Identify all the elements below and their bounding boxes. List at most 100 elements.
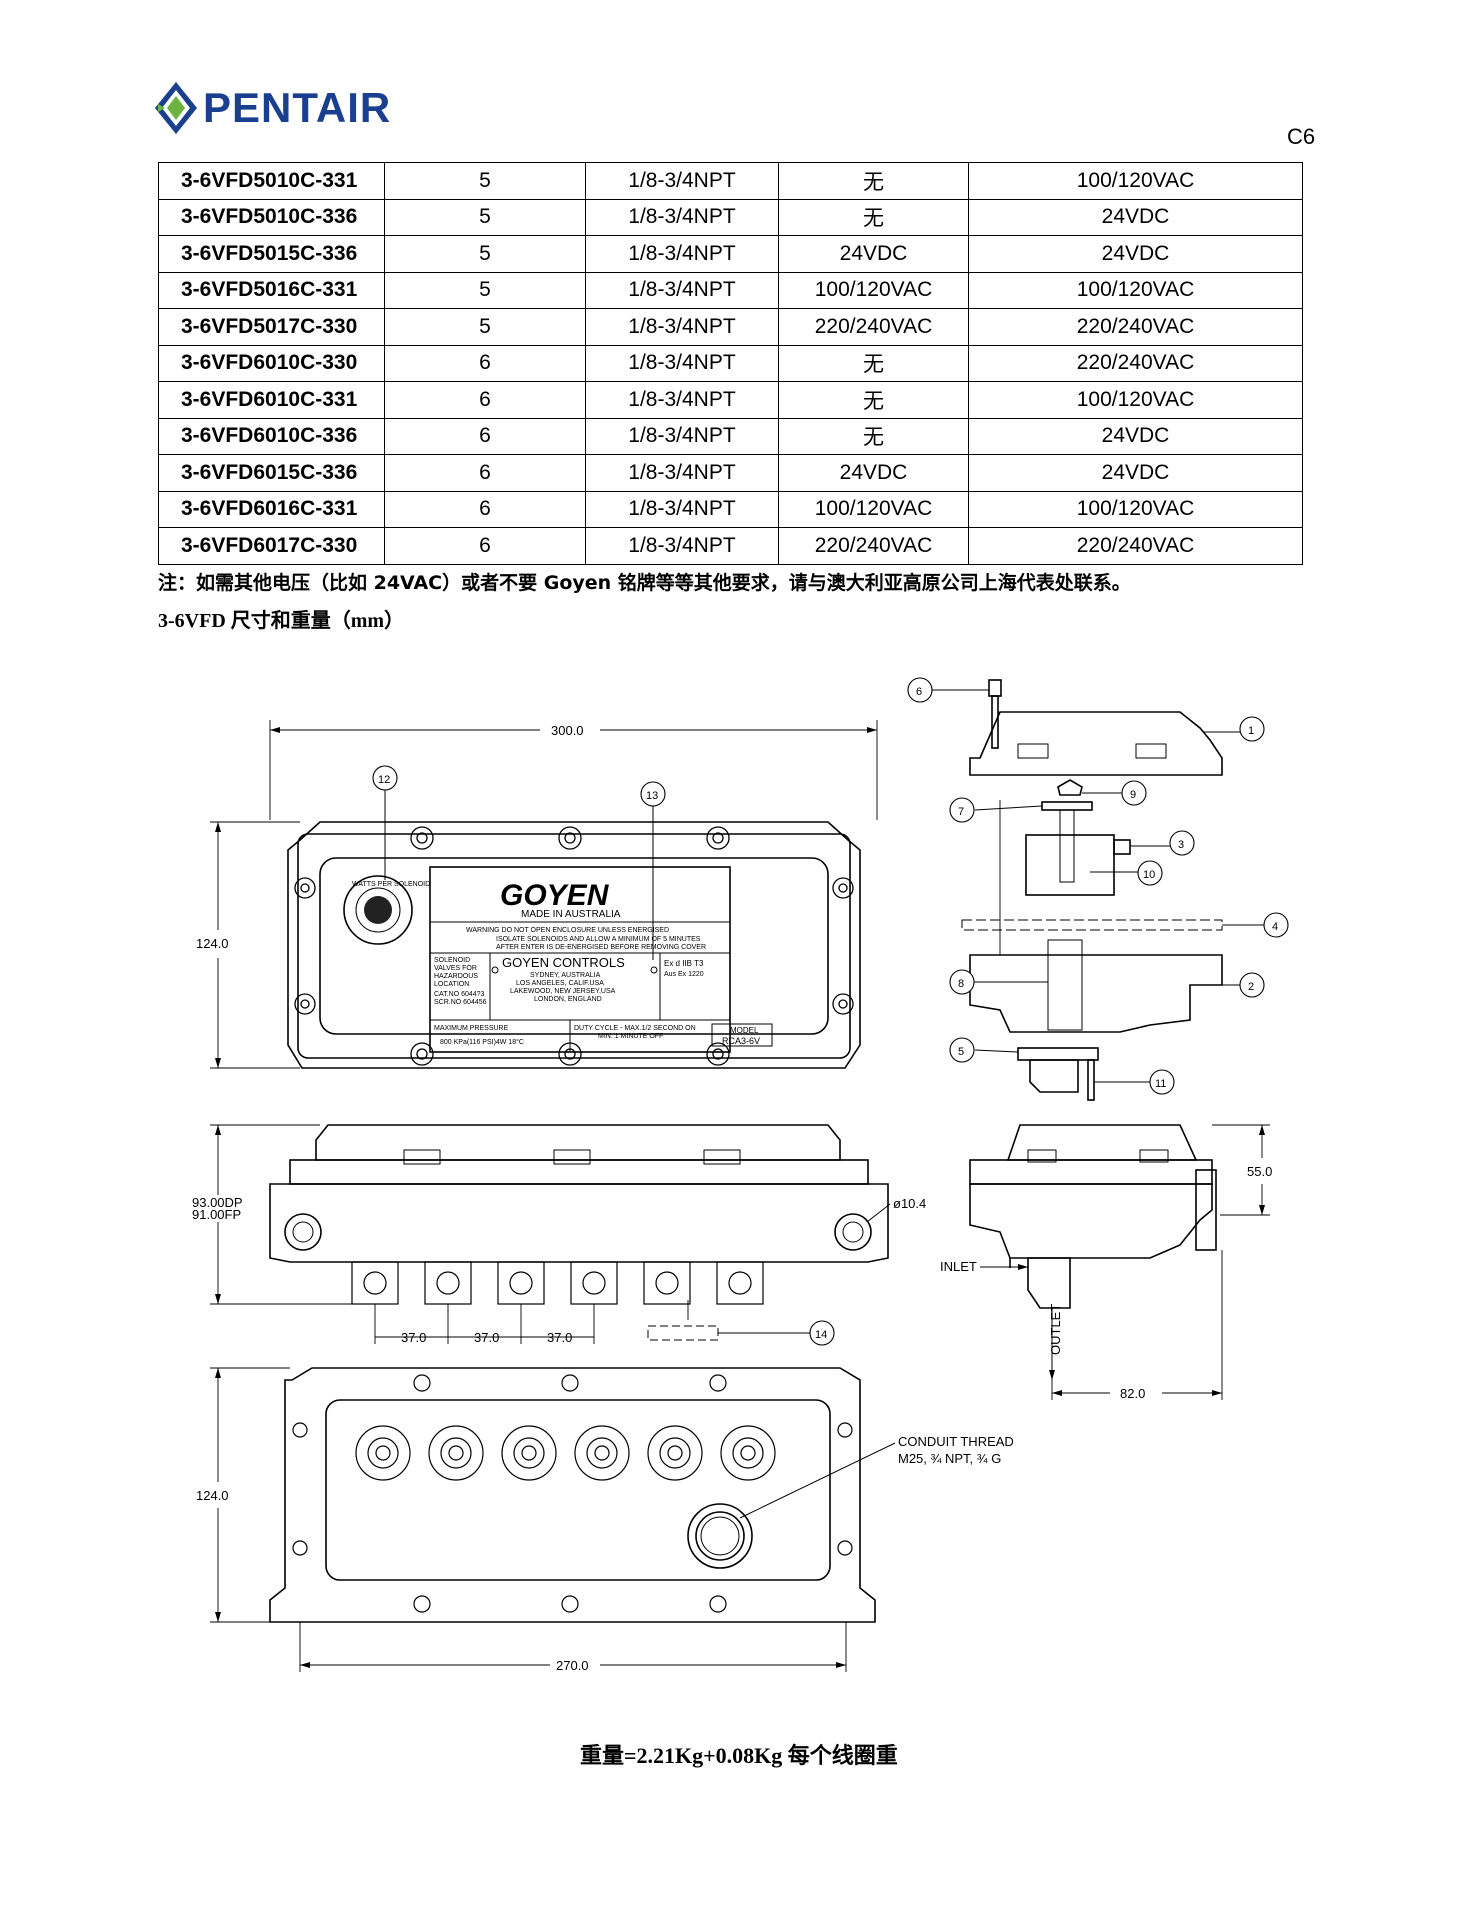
model-cell: 3-6VFD5010C-336 bbox=[158, 198, 385, 236]
dim-hole: ø10.4 bbox=[893, 1196, 926, 1211]
pentair-diamond-icon bbox=[155, 82, 197, 134]
coil-voltage-cell: 220/240VAC bbox=[968, 527, 1303, 565]
pressure-label: MAXIMUM PRESSURE bbox=[434, 1025, 509, 1032]
pilot-voltage-cell: 220/240VAC bbox=[778, 308, 969, 346]
callout-4: 4 bbox=[1272, 921, 1278, 933]
inlet-label: INLET bbox=[940, 1259, 977, 1274]
callout-13: 13 bbox=[646, 790, 658, 802]
pressure-value: 800 KPa(116 PSI)4W 18°C bbox=[440, 1038, 524, 1046]
brand-name: PENTAIR bbox=[203, 84, 392, 131]
solenoid-line-4: LOCATION bbox=[434, 981, 469, 988]
callout-5: 5 bbox=[958, 1046, 964, 1058]
size-cell: 5 bbox=[384, 162, 586, 200]
bottom-view: CONDUIT THREAD M25, ¾ NPT, ¾ G 124.0 270… bbox=[196, 1367, 1014, 1673]
model-cell: 3-6VFD5017C-330 bbox=[158, 308, 385, 346]
top-view: 300.0 124.0 WATTS PER SOLENO bbox=[196, 720, 878, 1069]
coil-voltage-cell: 220/240VAC bbox=[968, 308, 1303, 346]
nameplate-warning: WARNING DO NOT OPEN ENCLOSURE UNLESS ENE… bbox=[466, 927, 669, 934]
callout-7: 7 bbox=[958, 806, 964, 818]
size-cell: 6 bbox=[384, 527, 586, 565]
model-cell: 3-6VFD6010C-330 bbox=[158, 344, 385, 382]
size-cell: 5 bbox=[384, 271, 586, 309]
pilot-voltage-cell: 无 bbox=[778, 162, 969, 200]
callout-1: 1 bbox=[1248, 725, 1254, 737]
disc-text: WATTS PER SOLENOID bbox=[352, 881, 430, 888]
callout-11: 11 bbox=[1155, 1078, 1166, 1090]
callout-14: 14 bbox=[815, 1329, 827, 1341]
dim-depth-dp: 93.00DP bbox=[192, 1195, 243, 1210]
coil-voltage-cell: 220/240VAC bbox=[968, 344, 1303, 382]
cert-line-2: Aus Ex 1220 bbox=[664, 971, 704, 978]
dim-pitch-1: 37.0 bbox=[401, 1330, 426, 1345]
port-cell: 1/8-3/4NPT bbox=[585, 454, 779, 492]
dim-width-top: 300.0 bbox=[551, 723, 584, 738]
model-cell: 3-6VFD5016C-331 bbox=[158, 271, 385, 309]
nameplate-warning-2: ISOLATE SOLENOIDS AND ALLOW A MINIMUM OF… bbox=[496, 936, 701, 943]
callout-2: 2 bbox=[1248, 981, 1254, 993]
coil-voltage-cell: 24VDC bbox=[968, 454, 1303, 492]
callout-10: 10 bbox=[1143, 869, 1155, 881]
pilot-voltage-cell: 无 bbox=[778, 381, 969, 419]
conduit-spec: M25, ¾ NPT, ¾ G bbox=[898, 1451, 1001, 1466]
model-cell: 3-6VFD6017C-330 bbox=[158, 527, 385, 565]
port-cell: 1/8-3/4NPT bbox=[585, 198, 779, 236]
coil-voltage-cell: 24VDC bbox=[968, 417, 1303, 455]
pilot-voltage-cell: 100/120VAC bbox=[778, 271, 969, 309]
dim-pitch-2: 37.0 bbox=[474, 1330, 499, 1345]
model-cell: 3-6VFD6016C-331 bbox=[158, 490, 385, 528]
port-cell: 1/8-3/4NPT bbox=[585, 344, 779, 382]
size-cell: 6 bbox=[384, 417, 586, 455]
solenoid-line-3: HAZARDOUS bbox=[434, 973, 478, 980]
callout-12: 12 bbox=[378, 774, 390, 786]
solenoid-line-1: SOLENOID bbox=[434, 957, 470, 964]
callout-8: 8 bbox=[958, 978, 964, 990]
port-cell: 1/8-3/4NPT bbox=[585, 235, 779, 273]
dim-depth-fp: 91.00FP bbox=[192, 1207, 241, 1222]
model-cell: 3-6VFD6010C-331 bbox=[158, 381, 385, 419]
coil-voltage-cell: 100/120VAC bbox=[968, 490, 1303, 528]
weight-text: 重量=2.21Kg+0.08Kg 每个线圈重 bbox=[580, 1743, 898, 1768]
pentair-logo: PENTAIR bbox=[155, 82, 391, 134]
callout-6: 6 bbox=[916, 686, 922, 698]
dim-height-top: 124.0 bbox=[196, 936, 229, 951]
dim-side-height: 55.0 bbox=[1247, 1164, 1272, 1179]
coil-voltage-cell: 24VDC bbox=[968, 235, 1303, 273]
dim-pitch-3: 37.0 bbox=[547, 1330, 572, 1345]
coil-voltage-cell: 100/120VAC bbox=[968, 271, 1303, 309]
port-cell: 1/8-3/4NPT bbox=[585, 417, 779, 455]
solenoid-line-6: SCR.NO 604456 bbox=[434, 999, 487, 1006]
section-subtitle: 3-6VFD 尺寸和重量（mm） bbox=[158, 610, 405, 632]
size-cell: 5 bbox=[384, 235, 586, 273]
pilot-voltage-cell: 24VDC bbox=[778, 454, 969, 492]
callout-3: 3 bbox=[1178, 839, 1184, 851]
nameplate-warning-3: AFTER ENTER IS DE-ENERGISED BEFORE REMOV… bbox=[496, 944, 706, 951]
solenoid-line-5: CAT.NO 6044?3 bbox=[434, 991, 485, 998]
conduit-label: CONDUIT THREAD bbox=[898, 1434, 1014, 1449]
model-value: RCA3-6V bbox=[722, 1036, 760, 1046]
duty-line-2: MIN. 1 MINUTE OFF bbox=[598, 1033, 663, 1040]
exploded-view: 1 6 9 7 3 10 4 2 bbox=[907, 677, 1289, 1101]
size-cell: 5 bbox=[384, 308, 586, 346]
pilot-voltage-cell: 220/240VAC bbox=[778, 527, 969, 565]
nameplate-made-in: MADE IN AUSTRALIA bbox=[521, 909, 621, 920]
port-cell: 1/8-3/4NPT bbox=[585, 527, 779, 565]
port-cell: 1/8-3/4NPT bbox=[585, 162, 779, 200]
pilot-voltage-cell: 无 bbox=[778, 198, 969, 236]
city-3: LAKEWOOD, NEW JERSEY,USA bbox=[510, 988, 616, 995]
duty-line-1: DUTY CYCLE - MAX.1/2 SECOND ON bbox=[574, 1025, 696, 1032]
solenoid-line-2: VALVES FOR bbox=[434, 965, 477, 972]
pilot-voltage-cell: 无 bbox=[778, 417, 969, 455]
front-view: 93.00DP 91.00FP ø10.4 37.0 37.0 37.0 14 bbox=[192, 1124, 926, 1346]
dim-height-bottom: 124.0 bbox=[196, 1488, 229, 1503]
model-label: MODEL bbox=[730, 1026, 759, 1035]
